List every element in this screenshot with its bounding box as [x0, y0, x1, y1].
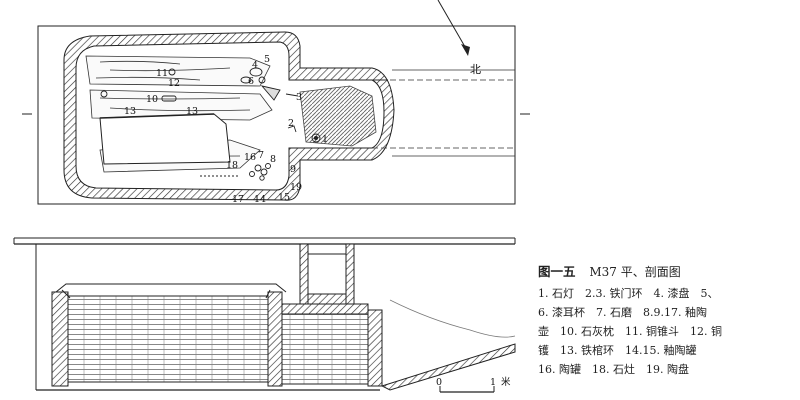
label-16: 16	[244, 152, 256, 163]
caption-line: 6. 漆耳杯 7. 石磨 8.9.17. 釉陶	[538, 306, 707, 319]
label-11: 11	[156, 68, 168, 79]
scale-zero: 0	[436, 377, 442, 388]
caption-title-row: 图一五 M37 平、剖面图	[538, 262, 798, 282]
herringbone-floor	[299, 85, 377, 147]
label-2: 2	[288, 118, 294, 129]
label-6: 6	[248, 76, 254, 87]
plan-number-labels: 11 12 10 13 13 4 5 6 3 2 1 16 7 18 8 9 1…	[124, 54, 328, 205]
scale-unit: 米	[501, 376, 511, 388]
label-8: 8	[270, 154, 276, 165]
section-chamber-bricks	[67, 295, 269, 383]
section-front-chamber	[281, 313, 369, 385]
caption-line: 镬 13. 铁棺环 14.15. 釉陶罐	[538, 344, 697, 357]
label-15: 15	[278, 192, 290, 203]
caption-line: 16. 陶罐 18. 石灶 19. 陶盘	[538, 363, 689, 376]
section-slope	[380, 343, 516, 391]
label-13-b: 13	[186, 106, 198, 117]
label-17: 17	[232, 194, 244, 205]
label-5: 5	[264, 54, 270, 65]
plan-frame	[37, 25, 516, 205]
scale-bar: 0 1 米	[436, 376, 511, 393]
label-9: 9	[290, 164, 296, 175]
label-14: 14	[254, 194, 266, 205]
figure-number: 图一五	[538, 264, 576, 279]
label-13-a: 13	[124, 106, 136, 117]
label-1: 1	[322, 134, 328, 145]
north-label: 北	[470, 63, 481, 76]
caption-line: 1. 石灯 2.3. 铁门环 4. 漆盘 5、	[538, 287, 719, 300]
label-19: 19	[290, 182, 302, 193]
label-18: 18	[226, 160, 238, 171]
label-10: 10	[146, 94, 158, 105]
label-12: 12	[168, 78, 180, 89]
label-4: 4	[252, 60, 258, 71]
figure-title: M37 平、剖面图	[589, 265, 681, 279]
stone-slab	[99, 113, 231, 165]
plan-view: 北	[22, 0, 530, 205]
section-left-wall	[51, 291, 69, 387]
figure-caption: 图一五 M37 平、剖面图 1. 石灯 2.3. 铁门环 4. 漆盘 5、 6.…	[538, 262, 798, 379]
section-view: 0 1 米	[13, 237, 516, 393]
plan-artifacts	[100, 67, 321, 181]
label-7: 7	[258, 150, 264, 161]
label-3: 3	[296, 92, 302, 103]
tomb-wall	[63, 31, 395, 201]
caption-line: 壶 10. 石灰枕 11. 铜锥斗 12. 铜	[538, 325, 722, 338]
north-arrow: 北	[437, 0, 481, 76]
scale-one: 1	[490, 377, 496, 388]
